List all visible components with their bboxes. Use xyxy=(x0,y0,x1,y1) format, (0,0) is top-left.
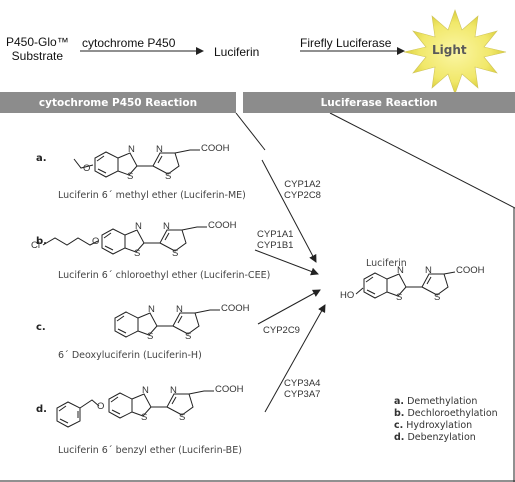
arrow-b-to-product xyxy=(254,249,319,276)
substrate-d-letter: d. xyxy=(36,404,47,415)
substrate-a-s1: S xyxy=(127,171,134,182)
substrate-b-acid: COOH xyxy=(208,220,237,231)
substrate-d-oxygen: O xyxy=(97,401,105,412)
legend-key-d: d. xyxy=(394,432,405,443)
substrate-a-s2: S xyxy=(165,171,172,182)
enzyme-c-1: CYP2C9 xyxy=(263,325,300,336)
substrate-label-line-1: P450-Glo™ xyxy=(6,35,69,49)
legend-text-c: Hydroxylation xyxy=(406,420,473,431)
substrate-b-letter: b. xyxy=(36,236,47,247)
band-luciferase-reaction: Luciferase Reaction xyxy=(243,92,515,113)
legend-key-c: c. xyxy=(394,420,404,431)
enzyme-a-2: CYP2C8 xyxy=(284,190,321,201)
substrate-b-n1: N xyxy=(135,221,142,232)
band-connector-left xyxy=(235,112,266,151)
arrow-c-to-product xyxy=(257,289,321,325)
substrate-a-acid: COOH xyxy=(201,143,230,154)
legend-key-b: b. xyxy=(394,408,405,419)
substrate-b-chlorine: Cl xyxy=(31,240,40,251)
legend-item-b: b. Dechloroethylation xyxy=(394,408,498,420)
substrate-a-n2: N xyxy=(156,144,163,155)
substrate-c-caption: 6´ Deoxyluciferin (Luciferin-H) xyxy=(58,350,202,361)
product-n2: N xyxy=(425,265,432,276)
enzymes-a: CYP1A2 CYP2C8 xyxy=(284,179,321,201)
legend-item-a: a. Demethylation xyxy=(394,396,498,408)
product-s1: S xyxy=(396,292,403,303)
structure-a xyxy=(73,149,200,178)
enzyme-d-2: CYP3A7 xyxy=(284,389,321,400)
substrate-a-n1: N xyxy=(128,144,135,155)
substrate-c-s1: S xyxy=(147,331,154,342)
step1-label: cytochrome P450 xyxy=(82,36,176,50)
arrow-a-to-product xyxy=(261,159,317,263)
substrate-a-oxygen: O xyxy=(83,163,91,174)
substrate-d-n2: N xyxy=(170,385,177,396)
enzymes-c: CYP2C9 xyxy=(263,325,300,336)
structure-b xyxy=(42,226,207,255)
band-cytochrome-reaction: cytochrome P450 Reaction xyxy=(0,92,236,113)
enzymes-b: CYP1A1 CYP1B1 xyxy=(257,229,293,251)
substrate-c-letter: c. xyxy=(36,322,46,333)
substrate-a-caption: Luciferin 6´ methyl ether (Luciferin-ME) xyxy=(58,190,246,201)
product-label: Luciferin xyxy=(214,45,260,59)
substrate-c-s2: S xyxy=(185,331,192,342)
substrate-d-s1: S xyxy=(141,412,148,423)
product-n1: N xyxy=(397,265,404,276)
substrate-c-n2: N xyxy=(176,304,183,315)
legend-text-b: Dechloroethylation xyxy=(407,408,498,419)
substrate-c-n1: N xyxy=(148,304,155,315)
substrate-b-n2: N xyxy=(163,221,170,232)
substrate-c-acid: COOH xyxy=(221,303,250,314)
substrate-a-letter: a. xyxy=(36,153,47,164)
legend-item-d: d. Debenzylation xyxy=(394,432,498,444)
enzyme-b-1: CYP1A1 xyxy=(257,229,294,240)
substrate-d-n1: N xyxy=(142,385,149,396)
substrate-b-caption: Luciferin 6´ chloroethyl ether (Luciferi… xyxy=(58,270,271,281)
reaction-legend: a. Demethylation b. Dechloroethylation c… xyxy=(394,396,498,444)
structure-c xyxy=(114,309,220,338)
product-hydroxyl: HO xyxy=(340,290,355,301)
arrow-d-to-product xyxy=(264,304,326,413)
product-s2: S xyxy=(434,292,441,303)
enzyme-d-1: CYP3A4 xyxy=(284,378,321,389)
legend-text-a: Demethylation xyxy=(407,396,478,407)
structure-d xyxy=(56,390,214,428)
legend-item-c: c. Hydroxylation xyxy=(394,420,498,432)
substrate-d-acid: COOH xyxy=(215,384,244,395)
substrate-b-s1: S xyxy=(134,248,141,259)
legend-text-d: Debenzylation xyxy=(407,432,476,443)
substrate-d-caption: Luciferin 6´ benzyl ether (Luciferin-BE) xyxy=(58,445,242,456)
substrate-b-oxygen: O xyxy=(92,236,100,247)
substrate-label-line-2: Substrate xyxy=(11,49,64,63)
band-connector-right xyxy=(329,112,515,209)
enzyme-a-1: CYP1A2 xyxy=(284,179,321,190)
substrate-label: P450-Glo™ Substrate xyxy=(6,35,69,63)
substrate-d-s2: S xyxy=(179,412,186,423)
legend-key-a: a. xyxy=(394,396,405,407)
enzymes-d: CYP3A4 CYP3A7 xyxy=(284,378,320,400)
enzyme-b-2: CYP1B1 xyxy=(257,240,294,251)
substrate-b-s2: S xyxy=(172,248,179,259)
step2-label: Firefly Luciferase xyxy=(300,36,392,50)
structure-luciferin xyxy=(355,271,456,299)
light-label: Light xyxy=(432,43,467,57)
product-title: Luciferin xyxy=(366,258,407,269)
product-acid: COOH xyxy=(456,265,485,276)
